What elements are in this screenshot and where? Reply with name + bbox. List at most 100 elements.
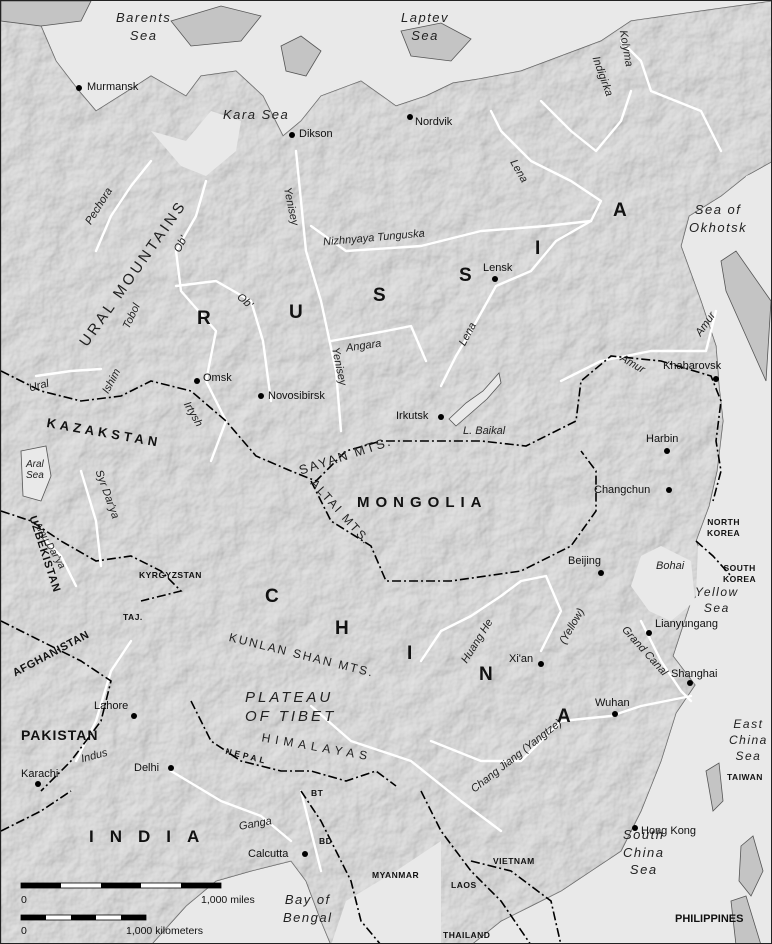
dikson-label: Dikson (299, 128, 333, 140)
murmansk-dot (76, 85, 82, 91)
sakhalin-island (720, 250, 771, 382)
vietnam-border (470, 860, 562, 943)
borders (1, 355, 732, 943)
calcutta-dot (302, 851, 308, 857)
novosibirsk-label: Novosibirsk (268, 390, 325, 402)
xian-dot (538, 661, 544, 667)
pakistan-border (1, 620, 112, 792)
ob-river (174, 179, 228, 463)
barents-sea-label: Barents Sea (116, 10, 172, 43)
kara-sea-label: Kara Sea (223, 107, 290, 122)
china-letter-1: C (265, 586, 279, 607)
khabarovsk-dot (713, 376, 719, 382)
bohai-water (631, 546, 695, 621)
changchun-label: Changchun (594, 484, 651, 496)
rivers (34, 39, 723, 873)
china-letter-3: I (407, 643, 413, 664)
bay-of-bengal-label: Bay of Bengal (283, 892, 333, 925)
kolyma-river (619, 39, 723, 153)
ganga-river (169, 769, 293, 843)
indigirka-river (539, 89, 633, 153)
omsk-label: Omsk (203, 372, 232, 384)
kyrgyzstan-label: KYRGYZSTAN (139, 570, 202, 580)
delhi-dot (168, 765, 174, 771)
korea-border (695, 540, 732, 577)
chang-jiang-river (429, 694, 693, 763)
china-letter-2: H (335, 618, 349, 639)
philippines-label: PHILIPPINES (675, 913, 744, 925)
omsk-dot (194, 378, 200, 384)
bohai-label: Bohai (656, 560, 685, 572)
ural-river (34, 367, 103, 378)
changchun-dot (666, 487, 672, 493)
harbin-label: Harbin (646, 433, 679, 445)
scandinavia-north (1, 1, 92, 27)
novaya-zemlya (170, 5, 262, 47)
scale-miles-zero: 0 (21, 894, 27, 906)
irkutsk-dot (438, 414, 444, 420)
mongolia-label: MONGOLIA (357, 494, 488, 511)
lake-baikal (448, 372, 502, 427)
yellow-sea-label: Yellow Sea (695, 585, 739, 616)
north-korea-label: NORTH KOREA (707, 517, 741, 538)
china-letter-4: N (479, 664, 493, 685)
south-china-sea-label: South China Sea (623, 827, 665, 878)
india-label: INDIA (89, 827, 216, 846)
wuhan-label: Wuhan (595, 697, 630, 709)
hong-kong-label: Hong Kong (641, 825, 697, 837)
pechora-river (94, 159, 153, 253)
mongolia-border (310, 450, 597, 582)
taiwan-island (705, 762, 724, 812)
china-letter-5: A (557, 706, 571, 727)
bay-of-bengal-water (331, 841, 441, 943)
laos-border (420, 790, 531, 943)
beijing-label: Beijing (568, 555, 602, 567)
nordvik-dot (407, 114, 413, 120)
east-china-sea-label: East China Sea (729, 717, 768, 764)
russia-letter-3: S (373, 285, 386, 306)
taiwan-label: TAIWAN (727, 772, 763, 782)
syr-darya-river (79, 469, 103, 568)
plateau-of-tibet-label: PLATEAU OF TIBET (245, 689, 337, 725)
lianyungang-label: Lianyungang (655, 618, 719, 630)
scale-bars (20, 882, 222, 921)
kara-gulf (151, 111, 241, 176)
nordvik-label: Nordvik (415, 116, 453, 128)
bhutan-label: BT (311, 788, 324, 798)
yenisey-river (294, 149, 343, 433)
india-west-border (1, 790, 72, 832)
bangladesh-label: BD (319, 836, 333, 846)
xian-label: Xi'an (509, 653, 534, 665)
pakistan-label: PAKISTAN (21, 727, 99, 743)
novosibirsk-dot (258, 393, 264, 399)
thailand-label: THAILAND (443, 930, 491, 940)
shanghai-dot (687, 680, 693, 686)
ob-upper-river (174, 279, 273, 403)
myanmar-label: MYANMAR (372, 870, 420, 880)
russia-letter-5: I (535, 238, 541, 259)
tajikistan-label: TAJ. (123, 612, 143, 622)
hong-kong-dot (632, 825, 638, 831)
beijing-dot (598, 570, 604, 576)
laptev-sea-label: Laptev Sea (401, 10, 450, 43)
karachi-dot (35, 781, 41, 787)
calcutta-label: Calcutta (248, 848, 289, 860)
aral-sea-label: Aral Sea (26, 459, 44, 481)
scale-miles-label: 1,000 miles (201, 894, 255, 906)
myanmar-border (300, 790, 381, 943)
irkutsk-label: Irkutsk (396, 410, 429, 422)
murmansk-label: Murmansk (87, 81, 139, 93)
wuhan-dot (612, 711, 618, 717)
lianyungang-dot (646, 630, 652, 636)
yellow-sea-water (695, 531, 771, 701)
amur-river (559, 309, 718, 383)
luzon-island (730, 895, 761, 943)
lake-baikal-label: L. Baikal (463, 425, 506, 437)
nizhnyaya-river (309, 219, 593, 253)
amu-darya-river (39, 534, 78, 588)
aral-sea-water (20, 445, 52, 502)
lensk-dot (492, 276, 498, 282)
